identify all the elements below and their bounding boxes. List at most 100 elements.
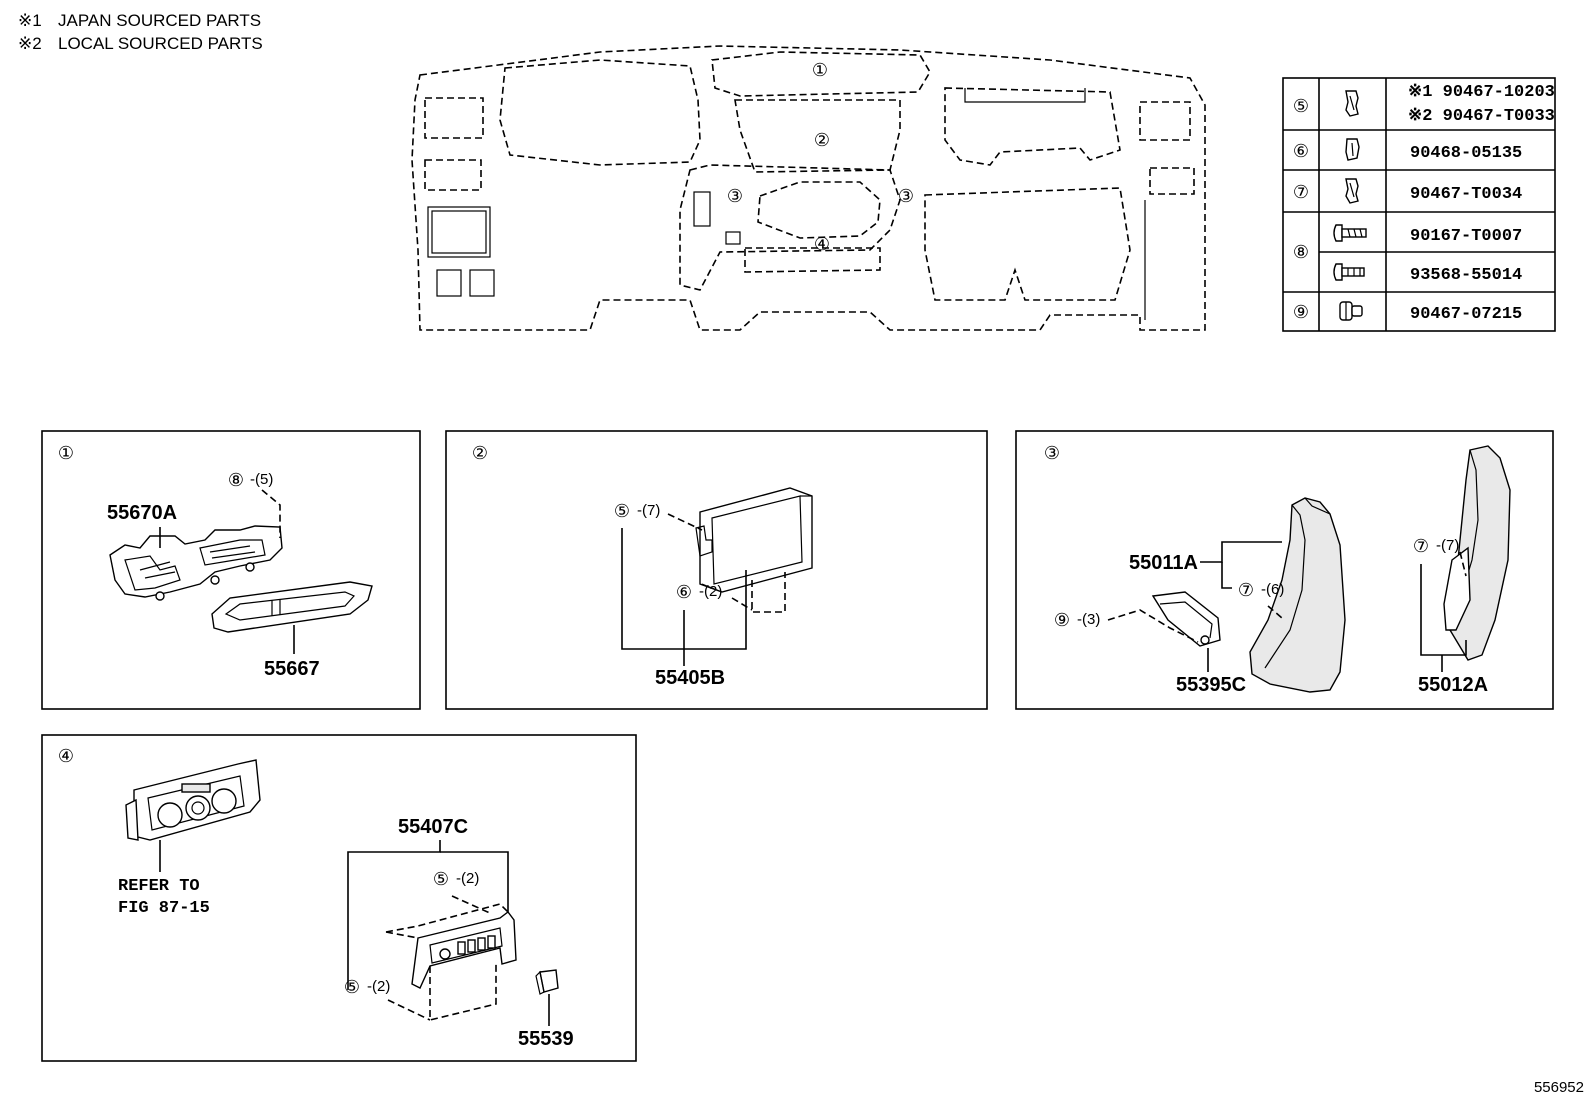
panel-4-part-b: 55539 [518, 1028, 574, 1050]
panel-3: ③ 55011A ⑦ -(6) ⑨ -(3) 55395C ⑦ [1015, 430, 1554, 710]
leader-fastener-7b [1459, 551, 1467, 577]
panel-2: ② ⑤ -(7) ⑥ -(2) 55405B [445, 430, 988, 710]
vent-housing-55670A [109, 525, 283, 601]
panel-3-part-b: 55395C [1176, 674, 1246, 696]
overview-callout-4: ④ [814, 234, 830, 255]
leader-fastener-5 [667, 513, 703, 531]
right-upper-slot [964, 88, 1086, 103]
leader-fastener-8 [261, 489, 281, 538]
panel-4-refer-line1: REFER TO [118, 877, 200, 896]
center-small-box-b [725, 231, 741, 245]
right-upper-recess [944, 87, 1121, 166]
panel-1-frame [41, 430, 421, 710]
legend-part-7: 90467-T0034 [1410, 185, 1522, 204]
panel-4-fastener-b: ⑤ [344, 977, 360, 998]
clip-icon [1345, 138, 1360, 161]
panel-1-part-a: 55670A [107, 502, 177, 524]
vent-grille-55667 [211, 581, 373, 633]
panel-2-fastener-a-qty: -(7) [637, 502, 660, 519]
figure-id: 556952 [1534, 1079, 1584, 1096]
leader-fastener-9 [1107, 609, 1199, 643]
panel-4-frame [41, 734, 637, 1062]
panel-4-refer-line2: FIG 87-15 [118, 899, 210, 918]
legend-ref-6: ⑥ [1293, 141, 1309, 162]
panel-3-fastener-b: ⑨ [1054, 610, 1070, 631]
leader-55011A-top [1200, 541, 1282, 563]
clip-icon [1345, 178, 1359, 204]
panel-3-fastener-c-qty: -(7) [1436, 537, 1459, 554]
legend-part-9: 90467-07215 [1410, 305, 1522, 324]
panel-3-part-c: 55012A [1418, 674, 1488, 696]
top-vent-opening [711, 51, 931, 97]
overview-callout-3-right: ③ [898, 186, 914, 207]
side-garnish-55011A [1249, 497, 1346, 693]
legend-part-8b: 93568-55014 [1410, 266, 1522, 285]
left-switch-b [469, 269, 495, 297]
panel-4: ④ REFER TO FIG 87-15 [41, 734, 637, 1062]
panel-2-fastener-b: ⑥ [676, 582, 692, 603]
right-vent-opening [1139, 101, 1191, 141]
panel-2-fastener-b-qty: -(2) [699, 583, 722, 600]
display-bracket-55405B [695, 487, 813, 593]
panel-2-part: 55405B [655, 667, 725, 689]
panel-2-frame [445, 430, 988, 710]
center-body [679, 164, 901, 291]
note-text-2: LOCAL SOURCED PARTS [58, 34, 263, 53]
left-vent-opening [424, 97, 484, 139]
legend-part-8a: 90167-T0007 [1410, 227, 1522, 246]
legend-frame [1282, 77, 1556, 332]
center-small-box-a [693, 191, 711, 227]
lower-panel-opening [744, 247, 881, 273]
legend-ref-8: ⑧ [1293, 242, 1309, 263]
overview-callout-3-left: ③ [727, 186, 743, 207]
panel-4-id: ④ [58, 746, 74, 767]
bracket-55395C [1151, 591, 1221, 647]
bracket-hidden-a [385, 931, 419, 939]
leader-fastener-5a [451, 895, 493, 915]
right-lower-opening [1149, 167, 1195, 195]
dashboard-overview: ① ② ③ ③ ④ [411, 45, 1206, 331]
glovebox-opening [924, 187, 1131, 301]
panel-3-fastener-c: ⑦ [1413, 536, 1429, 557]
panel-bracket-55407C [411, 911, 517, 989]
bracket-hidden-b [385, 903, 509, 933]
dashboard-outline [411, 45, 1206, 331]
legend-part-6: 90468-05135 [1410, 144, 1522, 163]
panel-1-part-b: 55667 [264, 658, 320, 680]
panel-1-fastener-qty: -(5) [250, 471, 273, 488]
legend-part-5a: ※1 90467-10203 [1408, 83, 1555, 102]
legend-ref-9: ⑨ [1293, 302, 1309, 323]
panel-3-frame [1015, 430, 1554, 710]
clip-icon [1345, 90, 1359, 117]
legend-ref-7: ⑦ [1293, 182, 1309, 203]
leader-55407C-left [347, 840, 441, 990]
panel-3-id: ③ [1044, 443, 1060, 464]
panel-4-part-a: 55407C [398, 816, 468, 838]
leader-55407C-right [440, 851, 509, 912]
note-mark-1: ※1 [18, 11, 42, 30]
fastener-legend: ⑤ ※1 90467-10203 ※2 90467-T0033 ⑥ 90468-… [1282, 77, 1556, 332]
panel-4-fastener-b-qty: -(2) [367, 978, 390, 995]
panel-4-fastener-a: ⑤ [433, 869, 449, 890]
bracket-hidden-c [429, 964, 497, 1022]
legend-part-5b: ※2 90467-T0033 [1408, 107, 1555, 126]
leader-55012A-bracket [1420, 564, 1467, 656]
screw-icon [1333, 224, 1367, 242]
panel-3-fastener-a-qty: -(6) [1261, 581, 1284, 598]
left-lower-opening [424, 159, 482, 191]
leader-55011A-bottom [1221, 562, 1232, 589]
leader-fastener-7a [1267, 605, 1283, 619]
notes: ※1 JAPAN SOURCED PARTS ※2 LOCAL SOURCED … [18, 11, 263, 53]
note-mark-2: ※2 [18, 34, 42, 53]
overview-callout-2: ② [814, 130, 830, 151]
left-switch-panel [427, 206, 491, 258]
panel-4-fastener-a-qty: -(2) [456, 870, 479, 887]
left-switch-panel-inner [431, 210, 487, 254]
overview-callout-1: ① [812, 60, 828, 81]
panel-1: ① 55670A 55667 ⑧ -(5) [41, 430, 421, 710]
leader-fastener-6 [731, 597, 753, 611]
panel-3-fastener-a: ⑦ [1238, 580, 1254, 601]
panel-3-fastener-b-qty: -(3) [1077, 611, 1100, 628]
panel-2-id: ② [472, 443, 488, 464]
cluster-opening [499, 59, 701, 166]
